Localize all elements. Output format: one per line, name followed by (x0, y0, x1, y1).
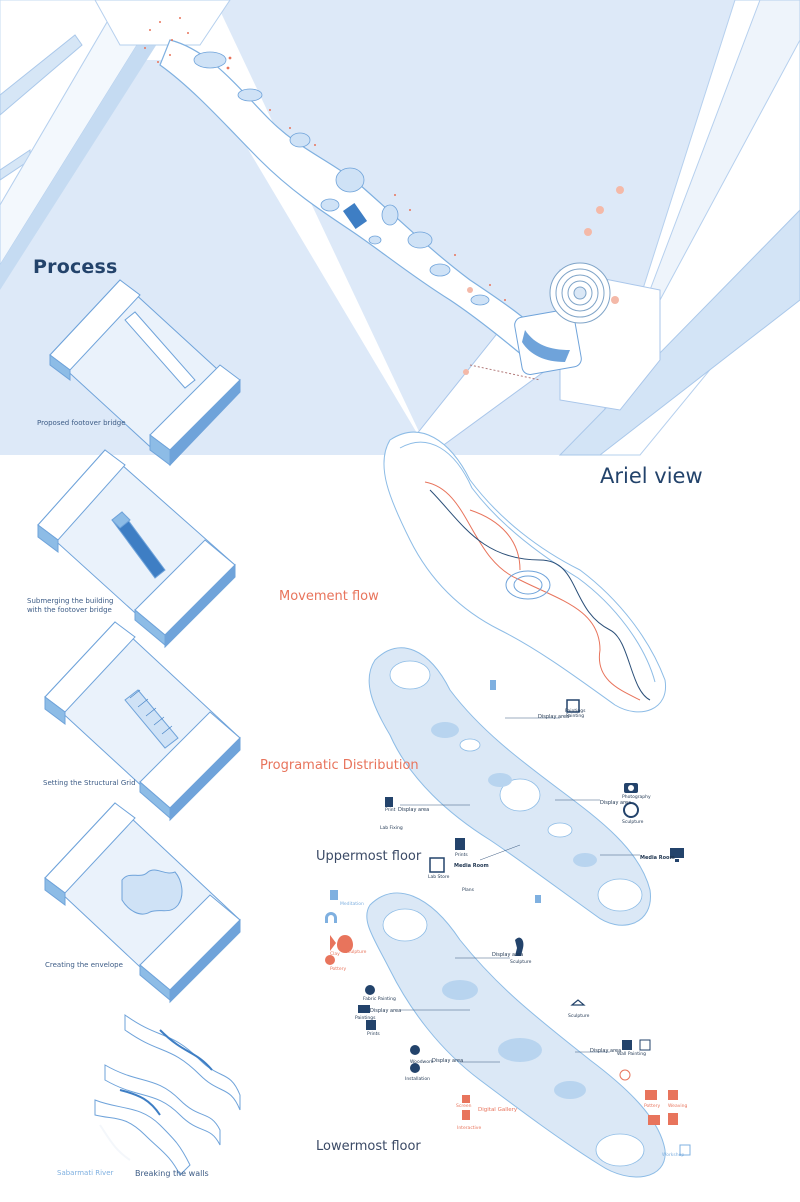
lower-prints: Prints (367, 1032, 380, 1037)
upper-painting: Painting (566, 714, 585, 719)
upper-paintings-small: Paintings (565, 709, 586, 714)
lower-pottery-2: Pottery (644, 1104, 661, 1109)
monitor-icon (670, 848, 684, 862)
upper-prints: Prints (455, 853, 468, 858)
process-step-2 (37, 449, 236, 649)
upper-display-area-2: Display area (600, 800, 632, 806)
lower-clay: Clay (330, 952, 340, 957)
lower-fabric-painting: Fabric Painting (363, 997, 396, 1002)
lower-meditation: Meditation (340, 902, 364, 907)
upper-photography: Photography (622, 795, 651, 800)
lower-sculpture-2: Sculpture (510, 960, 532, 965)
upper-plans: Plans (462, 888, 474, 893)
sculpture-icon (515, 937, 524, 956)
lower-weaving: Weaving (668, 1104, 688, 1109)
process-step-3 (44, 621, 241, 822)
lowermost-floor-building (366, 892, 666, 1178)
step-caption-2b: with the footover bridge (27, 606, 112, 614)
headphones-icon (325, 912, 337, 923)
process-title: Process (33, 256, 118, 278)
process-step-1 (49, 279, 241, 467)
pottery-icon (337, 935, 353, 953)
upper-lab-fixing: Lab Fixing (380, 826, 403, 831)
hanger-icon (570, 999, 586, 1006)
palette-icon (623, 802, 639, 818)
lower-display-area-4: Display area (432, 1058, 464, 1064)
lower-workshop: Workshop (662, 1153, 685, 1158)
programatic-distribution-title: Programatic Distribution (260, 758, 419, 773)
lower-woodwork: Woodwork (410, 1060, 434, 1065)
uppermost-floor-title: Uppermost floor (316, 849, 422, 864)
step-caption-5: Breaking the walls (135, 1169, 209, 1178)
easel-icon (566, 699, 580, 713)
lower-pottery: Pottery (330, 967, 347, 972)
lower-digital-gallery: Digital Gallery (478, 1107, 518, 1113)
camera-icon (624, 783, 638, 793)
process-step-4 (44, 802, 241, 1004)
lower-display-area-1: Display area (492, 952, 524, 958)
upper-display-area-1: Display area (538, 714, 570, 720)
upper-print: Print (385, 808, 396, 813)
upper-lab-store: Lab Store (428, 875, 450, 880)
lower-sculpture-1: Sculpture (345, 950, 367, 955)
movement-flow-title: Movement flow (279, 589, 379, 604)
step-caption-1: Proposed footover bridge (37, 419, 126, 427)
ariel-view-building (383, 431, 666, 713)
lower-sculpture-3: Sculpture (568, 1014, 590, 1019)
lowermost-floor-title: Lowermost floor (316, 1139, 421, 1154)
step-caption-4: Creating the envelope (45, 961, 123, 969)
upper-media-room-1: Media Room (454, 863, 489, 869)
upper-display-area-3: Display area (398, 807, 430, 813)
lower-display-area-3: Display area (590, 1048, 622, 1054)
lower-screen: Screen (456, 1104, 472, 1109)
ariel-view-title: Ariel view (600, 464, 703, 488)
step-caption-river: Sabarmati River (57, 1169, 114, 1177)
upper-sculpture: Sculpture (622, 820, 644, 825)
lower-interactive: Interactive (457, 1126, 482, 1131)
step-caption-2a: Submerging the building (27, 597, 114, 605)
upper-media-room-2: Media Room (640, 855, 675, 861)
lower-paintings: Paintings (355, 1016, 376, 1021)
step-caption-3: Setting the Structural Grid (43, 779, 136, 787)
lower-wall-painting: Wall Painting (617, 1052, 646, 1057)
lower-display-area-2: Display area (370, 1008, 402, 1014)
process-step-5 (94, 1014, 241, 1176)
lower-installation: Installation (405, 1077, 430, 1082)
